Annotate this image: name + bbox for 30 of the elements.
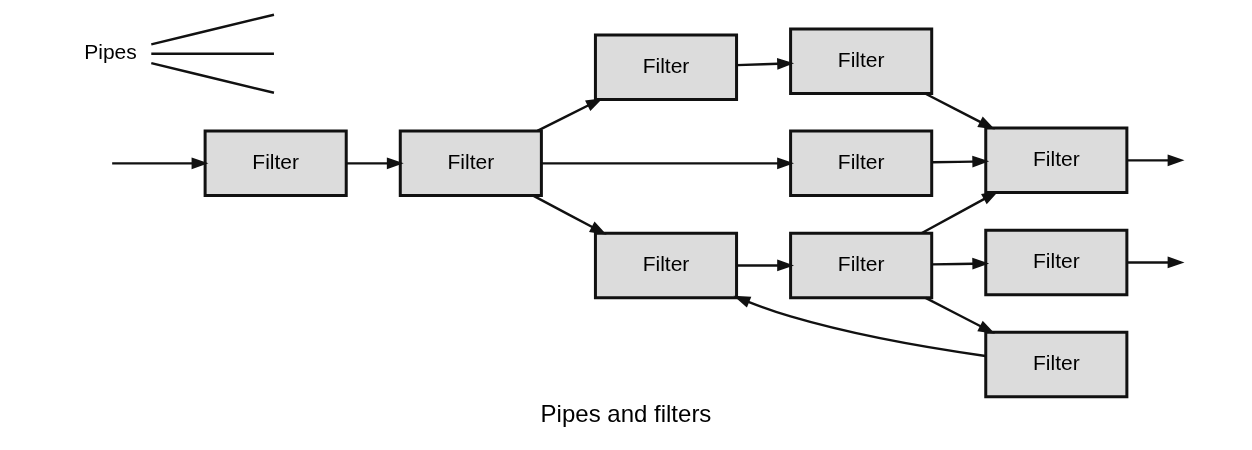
arrow bbox=[1127, 256, 1185, 269]
arrow bbox=[932, 155, 990, 168]
node-text: Pipes bbox=[84, 40, 137, 64]
connector bbox=[151, 52, 274, 55]
node-box: Filter bbox=[789, 27, 934, 96]
node-box: Filter bbox=[984, 228, 1129, 297]
arrow bbox=[733, 295, 986, 358]
node-box: Filter bbox=[593, 33, 739, 102]
connector bbox=[151, 62, 275, 94]
arrow bbox=[932, 257, 990, 270]
node-box: Filter bbox=[984, 330, 1129, 399]
arrow bbox=[736, 57, 794, 70]
node-box: Filter bbox=[984, 126, 1129, 195]
arrow bbox=[1127, 154, 1185, 167]
node-box: Filter bbox=[789, 231, 934, 300]
arrow bbox=[346, 157, 404, 170]
arrow bbox=[921, 191, 999, 235]
node-box: Filter bbox=[398, 129, 543, 198]
arrow bbox=[532, 194, 607, 235]
node-box: Filter bbox=[593, 231, 739, 300]
caption: Pipes and filters bbox=[540, 400, 712, 428]
node-box: Filter bbox=[203, 129, 348, 198]
arrow bbox=[925, 92, 995, 130]
arrow bbox=[112, 157, 209, 170]
connector bbox=[151, 13, 275, 46]
arrow bbox=[541, 157, 794, 170]
arrow bbox=[736, 259, 794, 272]
arrow bbox=[925, 296, 995, 334]
arrow bbox=[536, 98, 603, 132]
node-box: Filter bbox=[789, 129, 934, 198]
